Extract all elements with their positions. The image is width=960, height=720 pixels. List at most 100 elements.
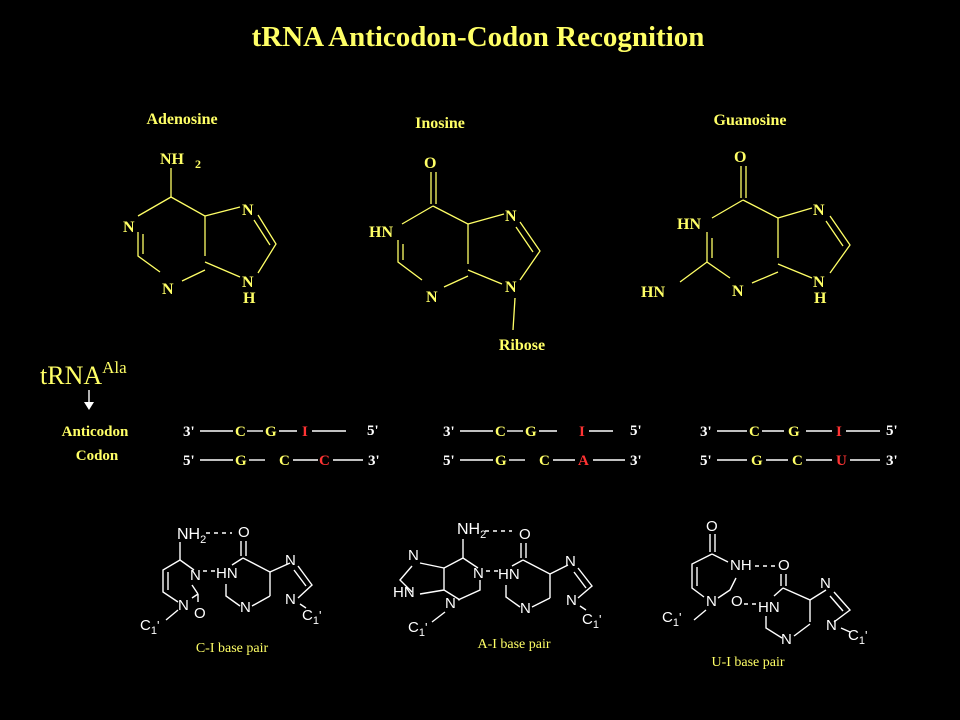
guanosine-structure: Guanosine O HN HN N N N H (641, 112, 851, 307)
ui-o6: O (778, 557, 790, 574)
a-i-base-pair: NH2 O N N HN N C1' HN N N N C1' A-I base… (393, 521, 601, 652)
ci-c1-left: C1' (140, 617, 159, 637)
p2-bot-right: 3' (630, 453, 642, 469)
p1-bot-b1: G (235, 453, 247, 469)
codon-label: Codon (76, 448, 119, 464)
p2-top-b2: G (525, 424, 537, 440)
p2-bot-b3: A (578, 453, 589, 469)
p1-top-right: 5' (367, 423, 379, 439)
guanosine-n7: N (813, 202, 825, 219)
inosine-n7: N (505, 208, 517, 225)
p3-top-right: 5' (886, 423, 898, 439)
p3-bot-b1: G (751, 453, 763, 469)
p3-bot-b3: U (836, 453, 847, 469)
adenosine-n9: N (242, 274, 254, 291)
inosine-structure: Inosine O HN N N N Ribose (369, 115, 545, 354)
p1-bot-b2: C (279, 453, 290, 469)
inosine-hn1: HN (369, 224, 393, 241)
adenosine-amino: NH (160, 151, 185, 168)
ai-hn1: HN (498, 566, 520, 583)
p3-top-b1: C (749, 424, 760, 440)
guanosine-oxygen: O (734, 149, 746, 166)
anticodon-label: Anticodon (62, 424, 129, 440)
ai-n7i: N (565, 553, 576, 570)
ai-nh2: NH2 (457, 521, 486, 541)
pairing-group-1: 3' C G I 5' 5' G C C 3' (183, 423, 380, 469)
adenosine-h9: H (243, 290, 256, 307)
guanosine-h9: H (814, 290, 827, 307)
ai-n7: N (408, 547, 419, 564)
guanosine-label: Guanosine (714, 112, 787, 129)
p2-bot-left: 5' (443, 453, 455, 469)
ci-o2: O (194, 605, 206, 622)
ui-n7i: N (820, 575, 831, 592)
ui-nh: NH (730, 557, 752, 574)
ui-n3i: N (781, 631, 792, 648)
p3-bot-b2: C (792, 453, 803, 469)
p1-top-b1: C (235, 424, 246, 440)
p3-top-left: 3' (700, 424, 712, 440)
trna-label-main: tRNA (40, 361, 102, 390)
pairing-group-3: 3' C G I 5' 5' G C U 3' (700, 423, 898, 469)
ci-caption: C-I base pair (196, 641, 269, 656)
p3-top-b2: G (788, 424, 800, 440)
p2-top-b1: C (495, 424, 506, 440)
ui-hn1: HN (758, 599, 780, 616)
p1-top-b2: G (265, 424, 277, 440)
p2-top-b3: I (579, 424, 585, 440)
ai-n9i: N (566, 592, 577, 609)
ai-o6: O (519, 526, 531, 543)
p2-top-left: 3' (443, 424, 455, 440)
ai-n3: N (445, 595, 456, 612)
guanosine-hn2: HN (641, 284, 665, 301)
adenosine-n3: N (162, 281, 174, 298)
ui-o4: O (706, 518, 718, 535)
ui-caption: U-I base pair (711, 655, 784, 670)
ci-n9: N (285, 591, 296, 608)
arrow-down-icon (84, 402, 94, 410)
adenosine-n7: N (242, 202, 254, 219)
p3-bot-right: 3' (886, 453, 898, 469)
ci-n7: N (285, 552, 296, 569)
guanosine-n9: N (813, 274, 825, 291)
ui-n1: N (706, 593, 717, 610)
inosine-label: Inosine (415, 115, 465, 132)
ci-n3: N (190, 567, 201, 584)
adenosine-n1: N (123, 219, 135, 236)
p3-bot-left: 5' (700, 453, 712, 469)
pairing-group-2: 3' C G I 5' 5' G C A 3' (443, 423, 642, 469)
ai-hn9: HN (393, 584, 415, 601)
inosine-n3: N (426, 289, 438, 306)
p3-top-b3: I (836, 424, 842, 440)
adenosine-amino-sub: 2 (195, 157, 201, 171)
ui-o2: O (731, 593, 743, 610)
adenosine-structure: Adenosine NH 2 N N N N H (123, 111, 277, 307)
ui-c1-right: C1' (848, 627, 867, 647)
c-i-base-pair: NH2 O N N O C1' HN N N N C1' C-I base pa… (140, 524, 321, 656)
u-i-base-pair: O NH N O C1' O HN N N N C1' U-I base pai… (662, 518, 867, 670)
inosine-ribose-label: Ribose (499, 337, 545, 354)
inosine-n9: N (505, 279, 517, 296)
inosine-oxygen: O (424, 155, 436, 172)
trna-label-sup: Ala (102, 358, 127, 377)
guanosine-hn1: HN (677, 216, 701, 233)
p1-bot-right: 3' (368, 453, 380, 469)
p1-top-b3: I (302, 424, 308, 440)
ci-hn1: HN (216, 565, 238, 582)
p1-bot-left: 5' (183, 453, 195, 469)
ai-n3i: N (520, 600, 531, 617)
ci-o6: O (238, 524, 250, 541)
ci-n1: N (178, 597, 189, 614)
ui-c1-left: C1' (662, 609, 681, 629)
ai-n1: N (473, 565, 484, 582)
ai-caption: A-I base pair (477, 637, 550, 652)
ui-n9i: N (826, 617, 837, 634)
ci-c1-right: C1' (302, 607, 321, 627)
ai-c1-left: C1' (408, 619, 427, 639)
ci-nh2: NH2 (177, 526, 206, 546)
p2-bot-b2: C (539, 453, 550, 469)
guanosine-n3: N (732, 283, 744, 300)
ci-n3i: N (240, 599, 251, 616)
trna-label: tRNAAla (40, 358, 127, 390)
